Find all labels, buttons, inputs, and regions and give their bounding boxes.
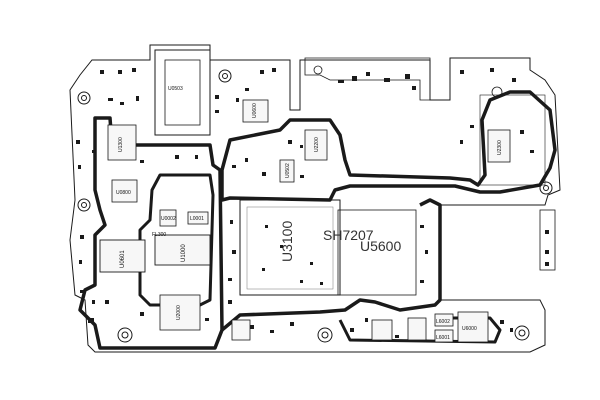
- chip-u1000: [154, 234, 211, 266]
- right-connector: [539, 209, 556, 271]
- label-l6002: L6002: [436, 319, 450, 325]
- chip-u1300: [107, 124, 137, 161]
- chip-u0600: [242, 99, 269, 123]
- sim-connector-inner: [164, 59, 201, 126]
- label-u0002: U0002: [161, 216, 176, 222]
- label-fl300: FL300: [152, 232, 166, 238]
- label-u6000: U6000: [462, 326, 477, 332]
- chip-l6001: [434, 329, 454, 343]
- chip-u2000: [159, 294, 201, 331]
- shield-trace-inner: [138, 173, 215, 307]
- soc-inner-outline: [246, 206, 334, 290]
- chip-u2200: [304, 129, 328, 161]
- label-u0503: U0503: [168, 86, 183, 92]
- chip-u0502: [279, 159, 295, 183]
- label-u2000: U2000: [176, 305, 182, 320]
- memory-chip-outline: [337, 209, 417, 296]
- connector-bottom-2: [371, 319, 393, 341]
- small-components: [76, 68, 549, 338]
- chip-u2300: [487, 129, 511, 163]
- label-l0001: L0001: [190, 216, 204, 222]
- soc-chip-outline: [239, 199, 341, 296]
- label-u1300: U1300: [118, 137, 124, 152]
- top-notch-outline: [304, 57, 431, 101]
- chip-l6002: [434, 313, 454, 327]
- label-u3100: U3100: [279, 221, 295, 262]
- label-u2300: U2300: [497, 140, 503, 155]
- label-u1000: U1000: [181, 244, 187, 262]
- shield-trace-left: [78, 116, 224, 350]
- label-u0600: U0600: [252, 103, 258, 118]
- label-u0601: U0601: [120, 250, 126, 268]
- chip-u6000: [457, 311, 489, 343]
- label-u0502: U0502: [285, 163, 291, 178]
- label-u0800: U0800: [116, 190, 131, 196]
- sim-connector: [154, 49, 211, 136]
- sub-board-right: [479, 94, 546, 186]
- shield-trace-bottom: [220, 198, 442, 332]
- chip-u0002: [159, 209, 177, 227]
- chip-u0800: [111, 179, 138, 203]
- chip-l0001: [187, 211, 209, 225]
- mounting-holes: [77, 65, 553, 343]
- connector-bottom-1: [231, 319, 251, 341]
- label-u5600: U5600: [360, 238, 401, 254]
- label-u2200: U2200: [314, 137, 320, 152]
- label-sh7207: SH7207: [323, 227, 374, 243]
- label-l6001: L6001: [436, 335, 450, 341]
- shield-trace-center: [220, 90, 557, 202]
- chip-u0601: [99, 239, 146, 273]
- connector-bottom-3: [407, 317, 427, 341]
